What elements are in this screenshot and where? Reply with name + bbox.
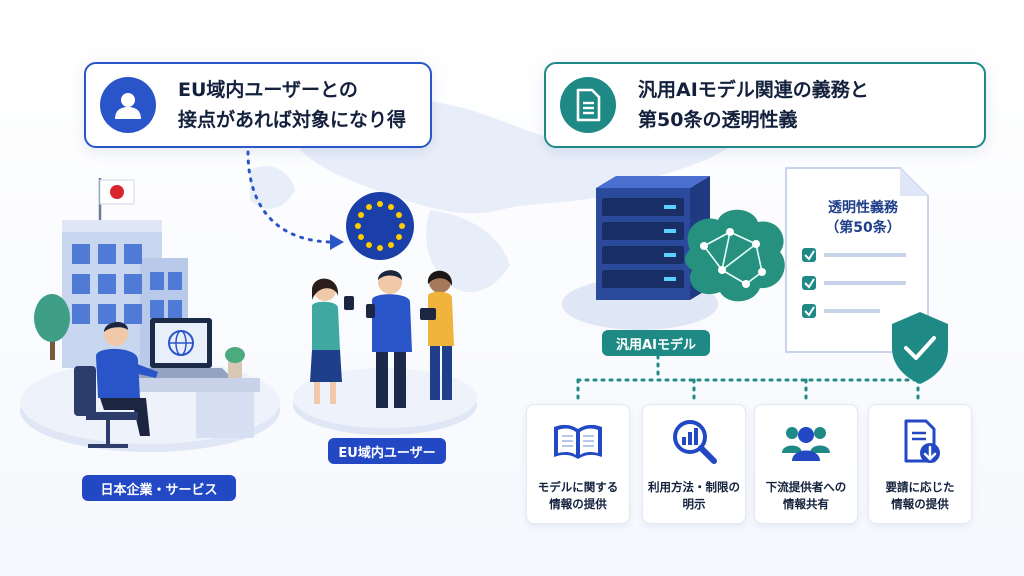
dotted-branch-connectors [576, 354, 920, 402]
tree-icon [34, 294, 70, 360]
card-label-line2: 情報の提供 [549, 497, 607, 511]
card-label-line1: モデルに関する [537, 480, 619, 494]
document-icon [560, 77, 616, 133]
eu-contact-callout-line2: 接点があれば対象になり得 [178, 109, 407, 131]
user-icon [100, 77, 156, 133]
card-usage-limits: 利用方法・制限の 明示 [642, 404, 746, 524]
shield-check-icon [892, 312, 948, 384]
eu-users-label: EU域内ユーザー [328, 438, 446, 464]
eu-flag-icon [346, 192, 414, 260]
arrow-head-icon [330, 234, 344, 250]
card-label-line1: 利用方法・制限の [648, 480, 740, 494]
transparency-document-icon [785, 167, 929, 353]
japan-flag-icon [99, 179, 135, 205]
eu-contact-callout: EU域内ユーザーとの 接点があれば対象になり得 [84, 62, 432, 148]
magnifier-chart-icon [673, 420, 717, 464]
card-label-line2: 情報共有 [783, 497, 829, 511]
ai-model-label: 汎用AIモデル [602, 330, 710, 356]
card-info-on-request: 要請に応じた 情報の提供 [868, 404, 972, 524]
document-title-line1: 透明性義務 [828, 200, 898, 216]
gpai-obligations-callout-line1: 汎用AIモデル関連の義務と [638, 79, 869, 101]
card-label-line1: 下流提供者への [765, 480, 847, 494]
gpai-obligations-callout: 汎用AIモデル関連の義務と 第50条の透明性義 [544, 62, 986, 148]
open-book-icon [554, 424, 602, 459]
company-label: 日本企業・サービス [82, 475, 236, 501]
ai-brain-network-icon [685, 209, 785, 302]
gpai-obligations-callout-line2: 第50条の透明性義 [638, 109, 798, 131]
card-label-line1: 要請に応じた [885, 480, 955, 494]
office-building-icon [62, 178, 188, 368]
card-model-info: モデルに関する 情報の提供 [526, 404, 630, 524]
dotted-connector-arrow [246, 150, 332, 244]
card-label-line2: 情報の提供 [891, 497, 949, 511]
document-download-icon [904, 419, 940, 463]
document-title-line2: （第50条） [825, 220, 901, 236]
card-label-line2: 明示 [682, 497, 706, 511]
eu-contact-callout-line1: EU域内ユーザーとの [178, 79, 358, 101]
desk-worker-illustration [74, 318, 260, 448]
eu-users-group-illustration [310, 270, 454, 408]
card-downstream-sharing: 下流提供者への 情報共有 [754, 404, 858, 524]
transparency-document-title: 透明性義務 （第50条） [808, 198, 918, 238]
people-group-icon [782, 427, 830, 461]
